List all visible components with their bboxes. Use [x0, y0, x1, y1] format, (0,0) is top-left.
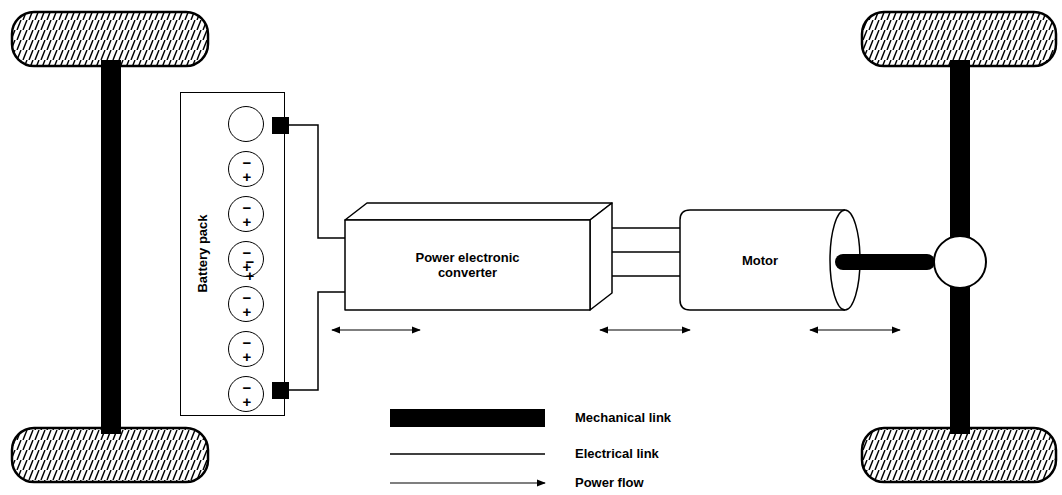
node-label: Motor: [742, 253, 778, 268]
polarity-sign: −: [243, 381, 252, 395]
battery-terminal: [272, 382, 289, 399]
polarity-sign: +: [243, 215, 252, 229]
polarity-sign: −: [243, 156, 252, 170]
polarity-sign: +: [243, 305, 252, 319]
text-area: −+: [229, 377, 265, 413]
wheel: [862, 12, 1056, 66]
text-area: Motor: [680, 210, 840, 310]
power-flow-sample: [390, 482, 545, 483]
battery-pack: −+−+−+−+−+−+−+Battery pack: [180, 92, 285, 416]
wheel: [862, 428, 1056, 482]
differential: [934, 236, 986, 288]
motor-shaft: [835, 254, 935, 270]
converter-face: [590, 203, 612, 310]
legend-text: Mechanical link: [575, 410, 671, 425]
electrical-wire: [285, 292, 345, 390]
wheel: [12, 428, 208, 482]
battery-cell: −+: [228, 241, 264, 277]
legend-text: Power flow: [575, 475, 644, 490]
legend-text: Electrical link: [575, 446, 659, 461]
text-area: −+: [229, 152, 265, 188]
legend-sample: [390, 483, 545, 484]
text-area: −+: [229, 332, 265, 368]
battery-cell: −+: [228, 196, 264, 232]
node-label: Battery pack: [195, 214, 210, 292]
wheel: [12, 12, 208, 66]
mechanical-link-sample: [390, 409, 545, 427]
polarity-sign: −: [243, 201, 252, 215]
polarity-sign: +: [243, 395, 252, 409]
polarity-sign: +: [243, 170, 252, 184]
polarity-sign: −: [243, 291, 252, 305]
battery-cell: −+: [228, 106, 264, 142]
battery-cell: −+: [228, 151, 264, 187]
text-area: Power electronic converter: [345, 220, 590, 310]
text-area: −+: [229, 242, 265, 278]
electrical-wire: [612, 227, 680, 229]
battery-terminal: [272, 117, 289, 134]
electrical-wire: [285, 125, 345, 238]
motor-body: [680, 210, 860, 310]
text-area: −+: [229, 197, 265, 233]
polarity-sign: −: [243, 246, 252, 260]
power-flow-arrow: [600, 329, 690, 330]
polarity-sign: +: [243, 350, 252, 364]
electrical-wire: [612, 275, 680, 277]
legend-sample: [390, 409, 545, 427]
power-flow-arrow: [332, 329, 420, 330]
electrical-link-sample: [390, 453, 545, 455]
battery-cell: −+: [228, 286, 264, 322]
battery-cell: −+: [228, 376, 264, 412]
power-converter: Power electronic converter: [345, 203, 612, 310]
converter-face: [345, 220, 590, 310]
node-label: Power electronic converter: [398, 250, 538, 280]
motor: Motor: [680, 210, 860, 310]
legend-sample: [390, 454, 545, 455]
text-area: −+: [229, 287, 265, 323]
battery-cell: −+: [228, 331, 264, 367]
polarity-sign: −: [243, 336, 252, 350]
electrical-wire: [612, 251, 680, 253]
polarity-sign: +: [243, 260, 252, 274]
front-axle: [101, 60, 121, 434]
power-flow-arrow: [810, 329, 900, 330]
converter-face: [345, 203, 612, 220]
text-area: Battery pack: [181, 93, 223, 413]
